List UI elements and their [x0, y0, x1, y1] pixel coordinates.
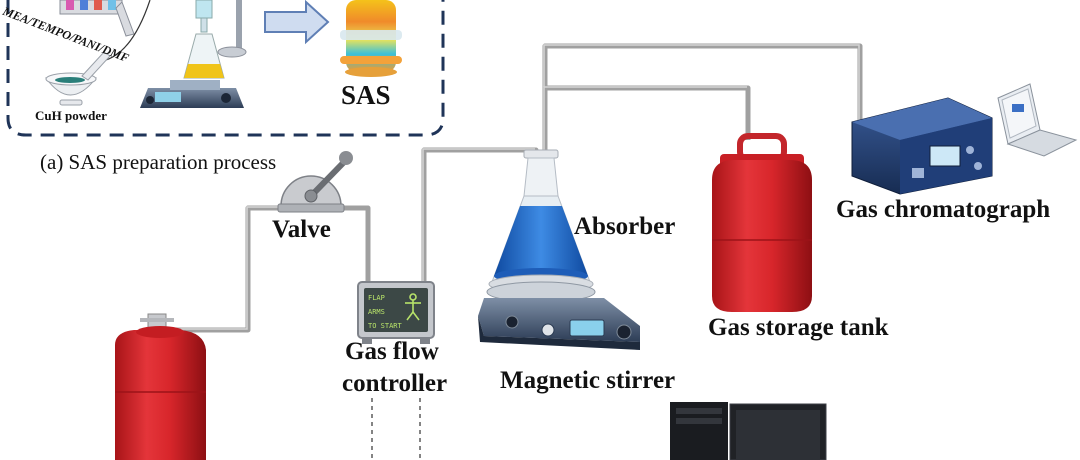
gas-flow-controller-icon: [357, 281, 435, 344]
pipe-absorber-to-tank: [542, 85, 751, 158]
computer-icon: [670, 402, 827, 460]
cuh-powder-label: CuH powder: [35, 108, 107, 123]
gas-pipes: [175, 43, 863, 333]
flask-stirrer-icon: [140, 0, 247, 108]
gas-chromatograph-label: Gas chromatograph: [836, 196, 1051, 223]
valve-label: Valve: [272, 216, 331, 243]
valve-icon: [277, 151, 353, 213]
mortar-icon: [45, 51, 111, 106]
magnetic-stirrer-label: Magnetic stirrer: [500, 367, 676, 394]
gas-flow-controller-label-line2: controller: [342, 370, 448, 397]
controller-screen-line1: FLAP: [368, 294, 385, 302]
gas-storage-tank-icon: [712, 133, 812, 312]
process-arrow-icon: [264, 0, 330, 45]
gas-storage-tank-label: Gas storage tank: [708, 314, 889, 341]
gas-chromatograph-icon: [851, 97, 993, 195]
absorber-label: Absorber: [574, 213, 676, 240]
pipe-valve-to-controller: [338, 205, 371, 282]
magnetic-stirrer-icon: [478, 281, 640, 350]
signal-lines: [371, 398, 421, 460]
reagent-rack-icon: [59, 0, 135, 37]
gas-flow-controller-label-line1: Gas flow: [345, 338, 439, 365]
gas-cylinder-icon: [115, 313, 206, 460]
panel-caption: (a) SAS preparation process: [40, 150, 277, 174]
laptop-icon: [997, 83, 1078, 157]
controller-screen-line3: TO START: [368, 322, 403, 330]
preparation-panel-border: [6, 0, 445, 137]
sas-label: SAS: [341, 80, 391, 110]
controller-screen-line2: ARMS: [368, 308, 385, 316]
pipe-cylinder-to-valve: [175, 205, 288, 333]
pipe-highlights: [175, 44, 860, 330]
pipe-main-to-chromatograph: [542, 43, 863, 128]
sas-vial-icon: [340, 0, 402, 77]
